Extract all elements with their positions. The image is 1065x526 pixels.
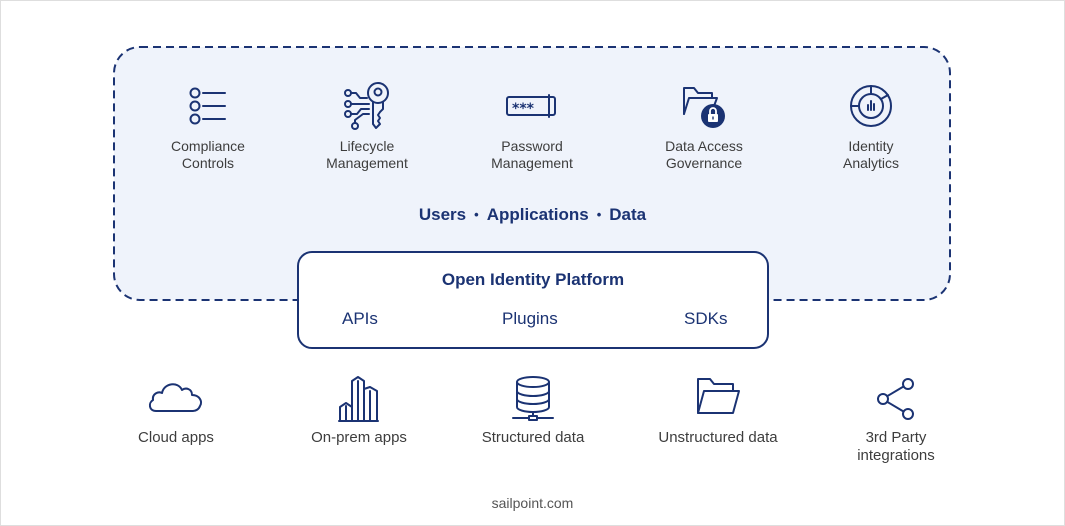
capability-label: Lifecycle [339, 138, 395, 154]
folder-open-icon [697, 378, 740, 414]
share-icon [877, 378, 914, 420]
source-structured-data: Structured data [443, 375, 623, 447]
capability-data-access-governance: Data Access Governance [624, 84, 784, 172]
capability-label: Governance [665, 155, 743, 171]
capability-label: Password [501, 138, 563, 154]
capability-lifecycle-management: Lifecycle Management [287, 80, 447, 172]
capability-password-management: *** Password Management [452, 84, 612, 172]
cloud-icon [148, 383, 202, 412]
capability-label: Controls [181, 155, 235, 171]
database-icon [512, 376, 554, 421]
tagline-separator: • [474, 207, 479, 222]
source-3rd-party-integrations: 3rd Party integrations [806, 375, 986, 465]
open-identity-platform-box: Open Identity Platform APIs Plugins SDKs [297, 251, 769, 349]
tagline-users: Users [418, 205, 467, 224]
capability-label: Analytics [842, 155, 900, 171]
source-label: Unstructured data [658, 429, 778, 446]
capability-label: Compliance [171, 138, 245, 154]
svg-text:***: *** [512, 101, 535, 117]
password-field-icon: *** [506, 94, 556, 118]
tagline-data: Data [609, 205, 647, 224]
capability-label: Management [326, 155, 408, 171]
source-label: On-prem apps [311, 429, 407, 446]
source-label: integrations [857, 447, 935, 464]
capability-identity-analytics: Identity Analytics [791, 84, 951, 172]
locked-folder-icon [683, 87, 725, 128]
tagline-separator: • [596, 207, 602, 222]
source-unstructured-data: Unstructured data [628, 375, 808, 447]
source-cloud-apps: Cloud apps [86, 375, 266, 447]
circuit-key-icon [344, 82, 389, 130]
source-on-prem-apps: On-prem apps [269, 375, 449, 447]
buildings-icon [338, 376, 379, 422]
tagline-applications: Applications [486, 205, 589, 224]
analytics-donut-icon [850, 85, 892, 127]
capability-label: Data Access [665, 138, 743, 154]
scope-tagline: Users • Applications • Data [0, 205, 1065, 225]
platform-item-apis: APIs [342, 309, 378, 328]
source-label: Structured data [481, 429, 585, 446]
capability-label: Identity [848, 138, 894, 154]
platform-title: Open Identity Platform [441, 270, 625, 289]
source-label: Cloud apps [138, 429, 214, 446]
capability-compliance-controls: Compliance Controls [128, 84, 288, 172]
capability-label: Management [491, 155, 573, 171]
footer-url: sailpoint.com [491, 495, 574, 511]
source-label: 3rd Party [865, 429, 927, 446]
checklist-icon [189, 87, 226, 125]
platform-item-sdks: SDKs [684, 309, 728, 328]
platform-item-plugins: Plugins [502, 309, 558, 328]
